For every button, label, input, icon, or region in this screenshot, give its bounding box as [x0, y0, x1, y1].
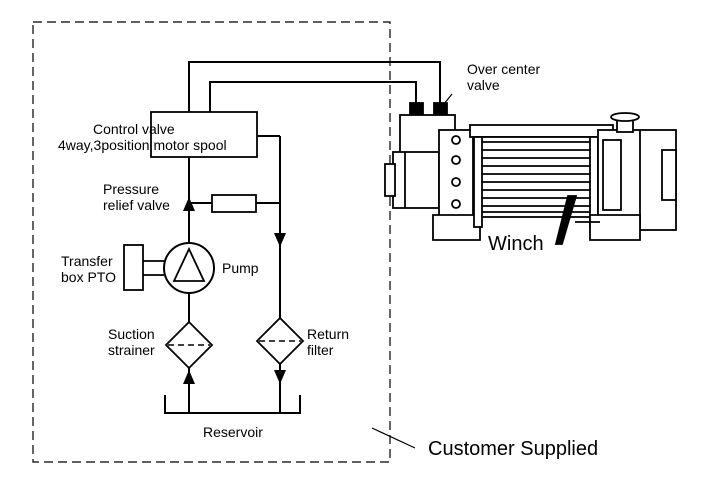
suction-strainer-label: Suction strainer	[108, 326, 155, 358]
reservoir-label: Reservoir	[203, 424, 263, 440]
flow-arrow-suction	[183, 370, 195, 384]
pump-label: Pump	[222, 260, 259, 276]
control-valve-label: Control valve	[93, 121, 175, 137]
customer-supplied-leader	[371, 427, 416, 449]
over-center-valve-label: Over center valve	[467, 61, 541, 93]
winch-cable	[554, 195, 578, 245]
reservoir-tank	[164, 395, 301, 414]
pump-triangle	[172, 246, 206, 282]
hose-fitting-right	[433, 102, 448, 116]
return-filter-label: Return filter	[307, 326, 350, 358]
pressure-relief-valve-symbol	[211, 194, 257, 213]
winch-motor	[392, 151, 440, 209]
winch-label: Winch	[488, 233, 544, 255]
customer-supplied-boundary	[32, 21, 391, 463]
pressure-relief-valve-label: Pressure relief valve	[103, 181, 170, 213]
winch-illustration	[384, 102, 677, 245]
clutch-handle	[610, 112, 640, 122]
winch-tie-bar	[469, 124, 614, 138]
flow-arrow-return-lower	[274, 370, 286, 384]
flow-arrow-return-upper	[274, 233, 286, 247]
winch-foot-right	[589, 214, 641, 241]
control-valve-spool-label: 4way,3position motor spool	[58, 137, 227, 153]
hose-inner	[209, 81, 417, 112]
transfer-box-pto-symbol	[123, 244, 144, 291]
hose-outer	[188, 61, 441, 112]
control-valve-symbol	[150, 111, 258, 158]
transfer-box-pto-label: Transfer box PTO	[61, 253, 116, 285]
over-center-valve-leader	[443, 93, 453, 105]
hose-fitting-left	[409, 102, 424, 116]
winch-drum	[479, 136, 593, 218]
customer-supplied-label: Customer Supplied	[428, 438, 599, 460]
